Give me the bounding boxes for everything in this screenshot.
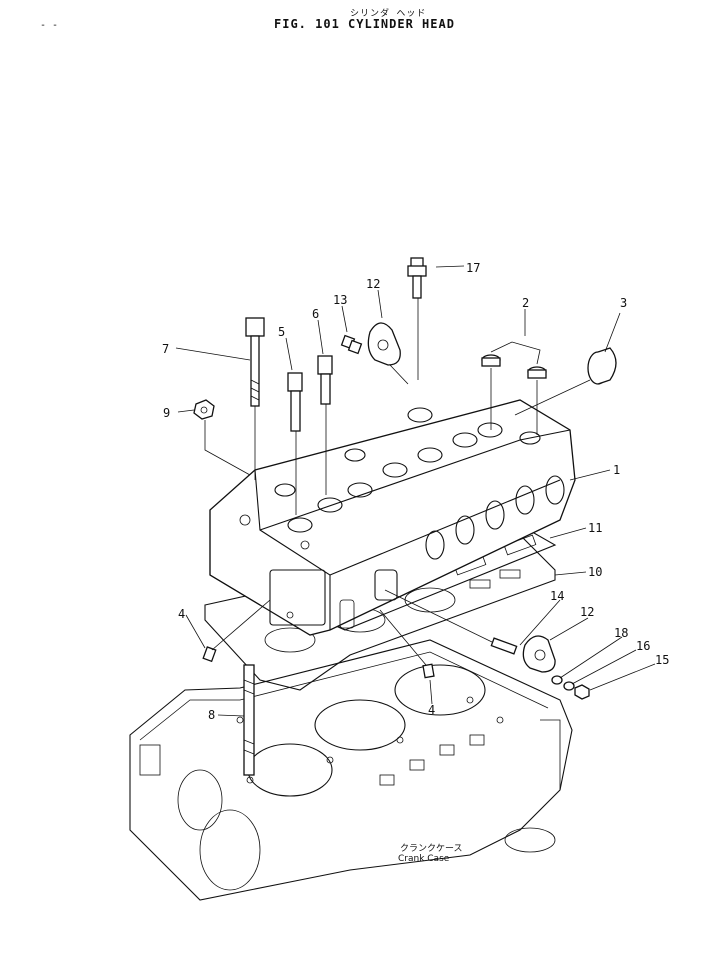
label-4-right: 4 (428, 703, 435, 717)
label-10: 10 (588, 565, 602, 579)
crank-case (129, 639, 573, 901)
part-12-gasket-upper (367, 322, 409, 385)
figure-title: FIG. 101 CYLINDER HEAD (274, 17, 455, 31)
label-7: 7 (162, 342, 169, 356)
label-11: 11 (588, 521, 602, 535)
corner-mark: - - (40, 20, 59, 31)
part-17-plug (407, 257, 427, 380)
label-14: 14 (550, 589, 564, 603)
japanese-title: シリンダ ヘッド (350, 9, 427, 19)
part-8-stud (243, 664, 255, 776)
label-4-left: 4 (178, 607, 185, 621)
label-6: 6 (312, 307, 319, 321)
label-16: 16 (636, 639, 650, 653)
label-17: 17 (466, 261, 480, 275)
label-3: 3 (620, 296, 627, 310)
part-4-stud-right (379, 609, 435, 679)
part-4-stud-left (202, 599, 271, 663)
part-5-valve-guide (287, 372, 303, 515)
part-labels: 17 12 13 2 3 7 5 6 9 1 11 10 14 12 4 18 … (162, 261, 669, 722)
label-13: 13 (333, 293, 347, 307)
label-12-upper: 12 (366, 277, 380, 291)
label-18: 18 (614, 626, 628, 640)
label-2: 2 (522, 296, 529, 310)
label-5: 5 (278, 325, 285, 339)
label-9: 9 (163, 406, 170, 420)
crank-case-jp: クランクケース (400, 843, 463, 854)
crank-case-caption: クランクケース Crank Case (398, 843, 463, 864)
label-1: 1 (613, 463, 620, 477)
leader-lines (175, 265, 656, 717)
part-7-head-bolt (245, 317, 265, 480)
part-13-bolt (340, 334, 363, 355)
part-6-valve-guide (317, 355, 333, 495)
part-3-plug-cap (514, 347, 617, 416)
part-2-seals (481, 341, 547, 435)
label-8: 8 (208, 708, 215, 722)
crank-case-en: Crank Case (398, 854, 450, 864)
figure-header: - - シリンダ ヘッド FIG. 101 CYLINDER HEAD (0, 0, 710, 40)
cylinder-head (209, 399, 576, 636)
label-12-lower: 12 (580, 605, 594, 619)
parts-18-16-15 (551, 675, 590, 700)
label-15: 15 (655, 653, 669, 667)
part-9-nut (193, 399, 251, 476)
part-14-stud (384, 589, 518, 655)
part-12-gasket-lower (522, 635, 556, 673)
